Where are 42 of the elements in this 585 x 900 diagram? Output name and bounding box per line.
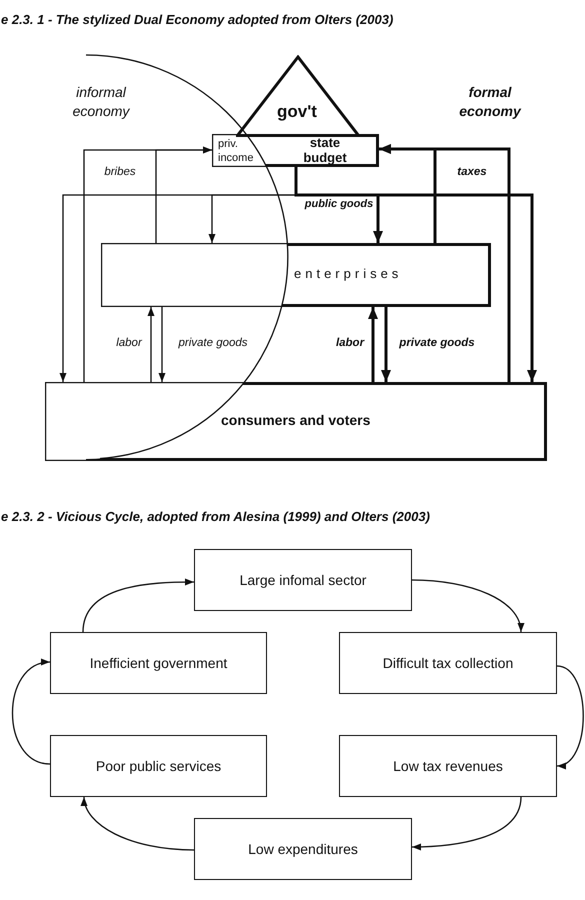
- node-label: priv. income: [218, 137, 254, 165]
- node-label: consumers and voters: [221, 412, 370, 429]
- edge-label: public goods: [304, 198, 374, 212]
- arrow: [368, 307, 378, 382]
- edge-label: private goods: [178, 337, 248, 351]
- edge-label: private goods: [399, 337, 475, 351]
- process-box: [50, 632, 267, 694]
- arrow: [155, 146, 212, 243]
- triangle-shape: [236, 55, 360, 137]
- node-label: Low expenditures: [248, 841, 358, 857]
- node-label: enterprises: [294, 266, 402, 282]
- process-box: [50, 735, 267, 797]
- arrow: [381, 307, 391, 382]
- edge-label: taxes: [457, 166, 487, 180]
- arrow: [556, 665, 584, 768]
- arrow: [12, 660, 50, 765]
- edge-label: labor: [116, 337, 142, 351]
- arrow: [412, 796, 522, 850]
- process-box: [194, 818, 412, 880]
- arrow: [379, 144, 436, 243]
- arrow: [294, 167, 537, 382]
- edge-label: labor: [336, 337, 364, 351]
- region-label: informal economy: [72, 83, 131, 121]
- figure-caption: e 2.3. 1 - The stylized Dual Economy adopted from Olters (2003): [1, 12, 394, 28]
- region-label: formal economy: [458, 83, 522, 121]
- node-label: Low tax revenues: [393, 758, 503, 774]
- node-label: gov't: [277, 102, 317, 122]
- arrow: [82, 578, 194, 632]
- arrow: [158, 307, 166, 382]
- process-box: [339, 632, 557, 694]
- node-label: Poor public services: [96, 758, 222, 774]
- process-box: [194, 549, 412, 611]
- arrow: [82, 796, 194, 851]
- edge-label: bribes: [104, 166, 136, 180]
- node-label: Difficult tax collection: [382, 655, 514, 671]
- arrow: [412, 579, 524, 632]
- node-label: Inefficient government: [90, 655, 228, 671]
- node-label: Large infomal sector: [240, 572, 366, 588]
- arrow: [148, 307, 154, 382]
- node-label: state budget: [302, 136, 348, 165]
- process-box: [339, 735, 557, 797]
- figure-caption: e 2.3. 2 - Vicious Cycle, adopted from Alesina (1999) and Olters (2003): [1, 509, 430, 525]
